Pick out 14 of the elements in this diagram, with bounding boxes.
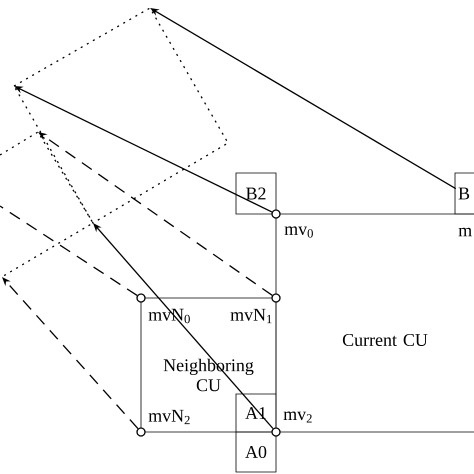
control-point — [136, 293, 146, 303]
vector-label: mv$_{2}$ — [284, 411, 312, 423]
control-point — [136, 427, 146, 437]
candidate-box: B2 — [236, 172, 276, 214]
control-point — [271, 293, 281, 303]
candidate-box: B — [454, 172, 474, 214]
control-point — [271, 209, 281, 219]
vector-label: mvN$_{1}$ — [230, 308, 272, 324]
vector-label: mvN$_{2}$ — [148, 410, 190, 424]
candidate-box: A0 — [236, 432, 276, 472]
control-point — [271, 427, 281, 437]
vector-label: mv$_{0}$ — [284, 226, 313, 238]
motion-line — [0, 205, 138, 296]
vector-label: m — [458, 228, 472, 236]
